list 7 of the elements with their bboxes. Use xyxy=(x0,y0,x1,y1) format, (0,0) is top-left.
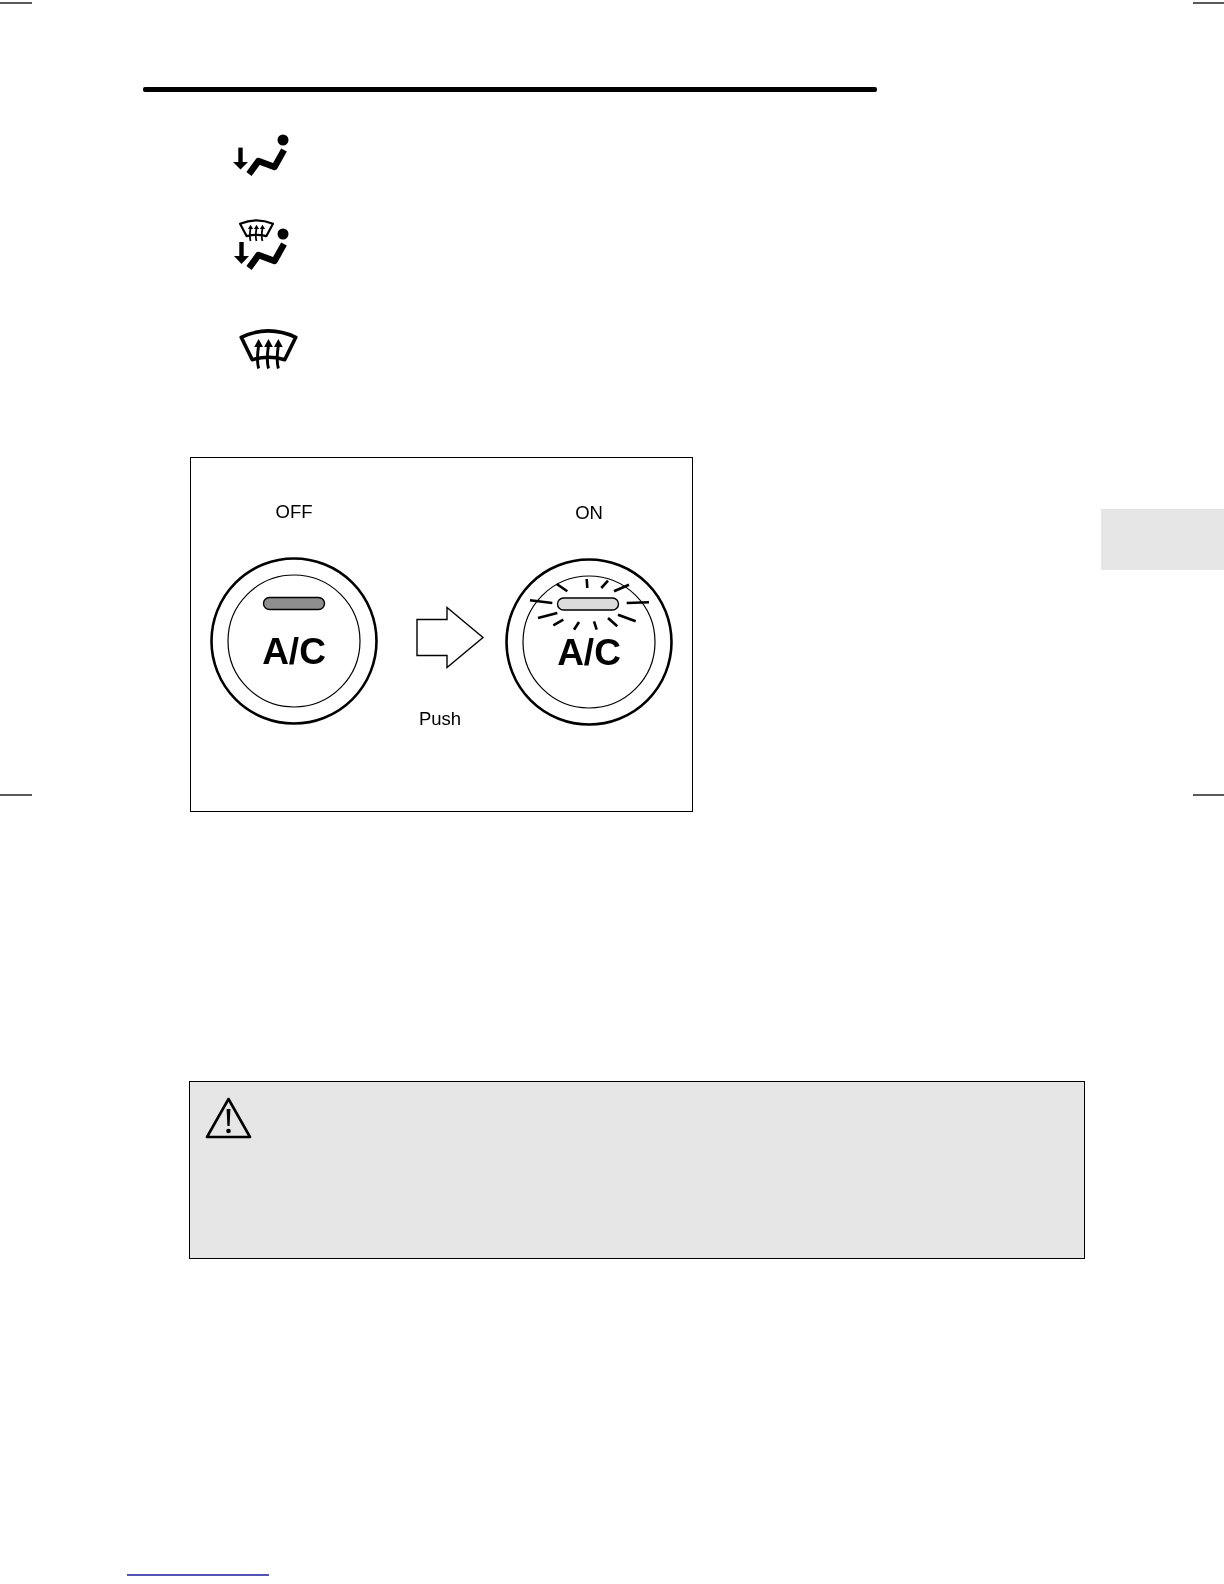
push-switch xyxy=(210,557,378,725)
switch-label: A/C xyxy=(557,633,621,671)
push-switch xyxy=(505,558,673,726)
illustration-frame xyxy=(190,457,693,812)
switch-label: A/C xyxy=(262,632,326,670)
block-arrow xyxy=(416,606,485,669)
section-tab xyxy=(1101,509,1224,570)
